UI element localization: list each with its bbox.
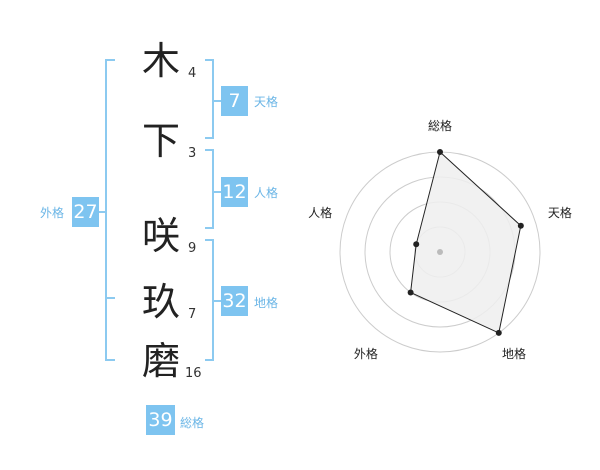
stroke-count-3: 9 xyxy=(188,241,197,256)
stroke-count-1: 4 xyxy=(188,66,197,81)
chikaku-bracket xyxy=(205,239,214,361)
radar-axis-label-soukaku: 総格 xyxy=(428,118,452,133)
radar-point xyxy=(413,241,420,248)
radar-point xyxy=(517,222,524,229)
name-char-2: 下 xyxy=(141,119,180,163)
name-char-3: 咲 xyxy=(141,214,180,258)
tenkaku-badge: 7 xyxy=(221,86,248,116)
radar-points xyxy=(407,149,524,336)
radar-point xyxy=(407,289,414,296)
chikaku-label: 地格 xyxy=(254,296,279,310)
name-char-1: 木 xyxy=(141,39,180,83)
radar-axis-label-jinkaku: 人格 xyxy=(308,205,332,220)
gaikaku-bracket xyxy=(105,59,115,361)
jinkaku-label: 人格 xyxy=(254,186,279,200)
radar-center-dot xyxy=(437,249,443,255)
gaikaku-badge: 27 xyxy=(72,197,99,227)
stroke-count-5: 16 xyxy=(185,366,202,381)
name-char-4: 玖 xyxy=(141,280,180,324)
stroke-count-4: 7 xyxy=(188,307,197,322)
tenkaku-bracket xyxy=(205,59,214,139)
name-char-5: 磨 xyxy=(141,339,180,383)
radar-point xyxy=(495,329,502,336)
bracket-lines xyxy=(99,59,221,361)
jinkaku-bracket xyxy=(205,149,214,229)
radar-axis-label-chikaku: 地格 xyxy=(502,346,526,361)
tenkaku-label: 天格 xyxy=(254,95,279,109)
chikaku-badge: 32 xyxy=(221,286,248,316)
soukaku-label: 総格 xyxy=(180,416,205,430)
radar-axis-label-gaikaku: 外格 xyxy=(354,346,378,361)
soukaku-badge: 39 xyxy=(146,405,175,435)
radar-polygon xyxy=(410,151,522,334)
radar-chart: 総格 天格 地格 外格 人格 xyxy=(308,118,572,361)
gaikaku-label: 外格 xyxy=(40,206,65,220)
stroke-count-2: 3 xyxy=(188,146,197,161)
radar-axis-label-tenkaku: 天格 xyxy=(548,205,572,220)
jinkaku-badge: 12 xyxy=(221,177,248,207)
radar-point xyxy=(437,149,443,155)
